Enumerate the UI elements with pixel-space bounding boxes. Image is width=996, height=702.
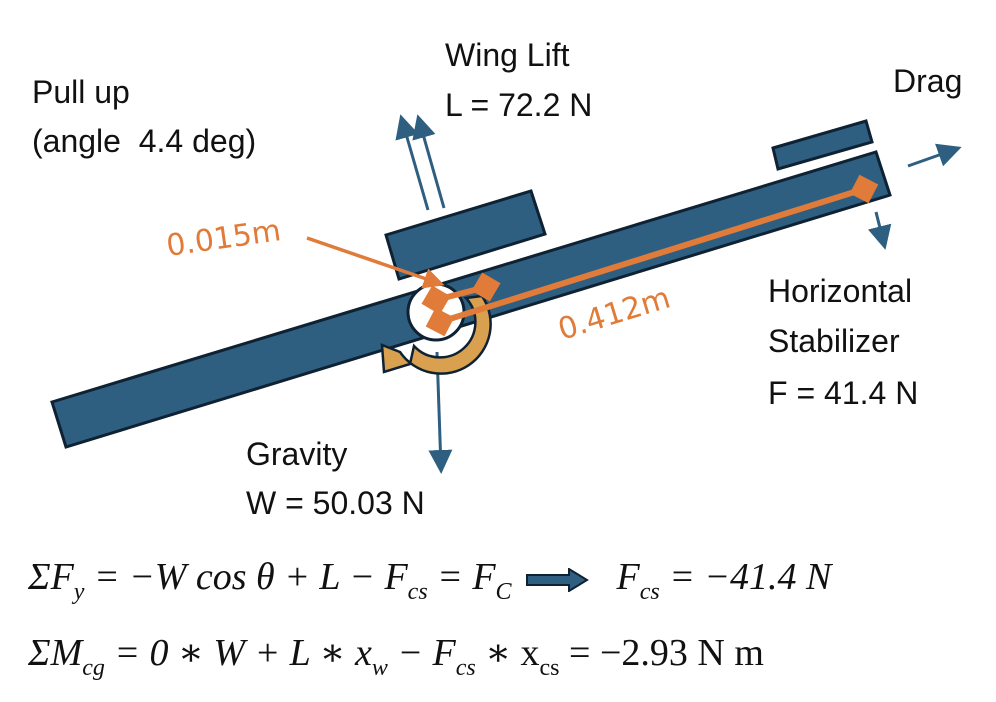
eq-sub: cs: [455, 655, 476, 681]
gravity-label: Gravity: [246, 436, 347, 472]
eq-text: ∗ x: [475, 632, 540, 674]
eq-sub: cs: [407, 579, 428, 605]
horizontal-stabilizer: [771, 119, 874, 171]
stabilizer-force-arrow: [867, 211, 892, 250]
angle-label: (angle 4.4 deg): [32, 123, 256, 159]
eq-text: ΣF: [28, 556, 74, 598]
distance-wing-label: 0.015m: [164, 213, 283, 264]
eq-sub: cg: [82, 655, 105, 681]
eq-text: = 0 ∗ W + L ∗ x: [104, 632, 372, 674]
stabilizer-force-value: F = 41.4 N: [768, 375, 918, 411]
eq-sub: w: [371, 655, 388, 681]
eq-sub: cs: [539, 655, 560, 681]
drag-arrow: [907, 143, 962, 168]
leader-line-0.015: [306, 236, 445, 289]
weight-value: W = 50.03 N: [246, 485, 425, 521]
wing-lift-label: Wing Lift: [445, 37, 570, 73]
eq-text: ΣM: [28, 632, 83, 674]
moment-equation: ΣMcg = 0 ∗ W + L ∗ xw − Fcs ∗ xcs = −2.9…: [28, 630, 764, 682]
horizontal-label: Horizontal: [768, 273, 912, 309]
eq-sub: cs: [639, 579, 660, 605]
eq-sub: y: [73, 579, 85, 605]
eq-sub: C: [495, 579, 512, 605]
force-equation: ΣFy = −W cos θ + L − Fcs = FC Fcs = −41.…: [28, 555, 831, 606]
eq-text: = −41.4 N: [659, 556, 832, 598]
eq-text: = −W cos θ + L − F: [84, 556, 408, 598]
eq-text: F: [616, 556, 640, 598]
eq-text: = F: [427, 556, 496, 598]
drag-label: Drag: [893, 63, 962, 99]
eq-text: − F: [387, 632, 456, 674]
lift-value: L = 72.2 N: [445, 87, 592, 123]
lift-arrow-1: [395, 114, 430, 211]
pull-up-label: Pull up: [32, 74, 130, 110]
implies-arrow-icon: [526, 568, 589, 593]
stabilizer-label: Stabilizer: [768, 323, 900, 359]
eq-text: = −2.93 N m: [559, 632, 764, 674]
dimension-0.412: [425, 174, 879, 337]
